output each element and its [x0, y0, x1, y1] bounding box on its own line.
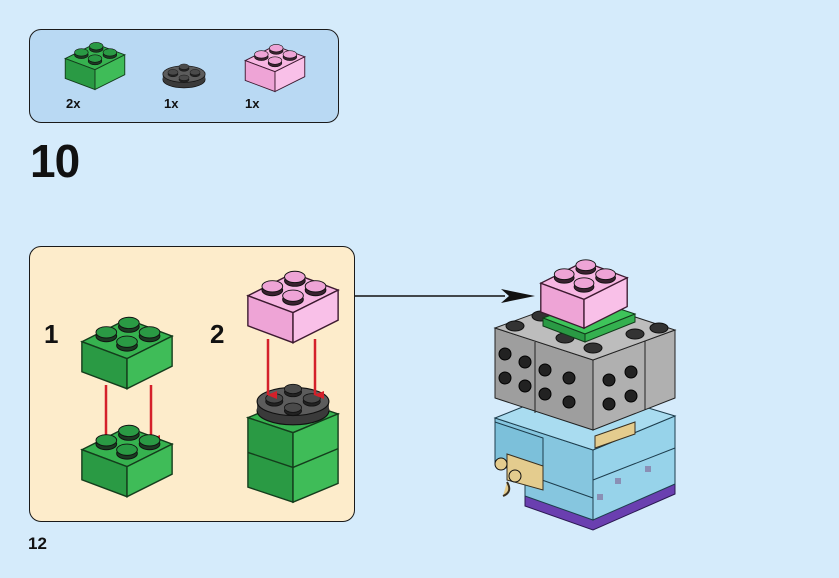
substep-label-1: 1 — [44, 319, 59, 349]
substep-box: 1 2 — [29, 246, 355, 522]
assembled-model-icon — [493, 259, 677, 531]
page-number: 12 — [28, 534, 47, 553]
part-pink-brick-quantity: 1x — [245, 96, 260, 111]
part-gray-round-plate-icon — [161, 60, 207, 90]
substep1-arrows-icon — [104, 385, 160, 443]
parts-list-box: 2x 1x 1x — [29, 29, 339, 123]
callout-arrow-icon — [355, 289, 535, 303]
part-green-brick-quantity: 2x — [66, 96, 81, 111]
step-number: 10 — [30, 135, 80, 187]
part-gray-round-plate-quantity: 1x — [164, 96, 179, 111]
substep-label-2: 2 — [210, 319, 225, 349]
part-pink-brick-icon — [244, 42, 306, 94]
substep2-arrows-icon — [266, 339, 324, 399]
part-green-brick-icon — [64, 40, 126, 92]
